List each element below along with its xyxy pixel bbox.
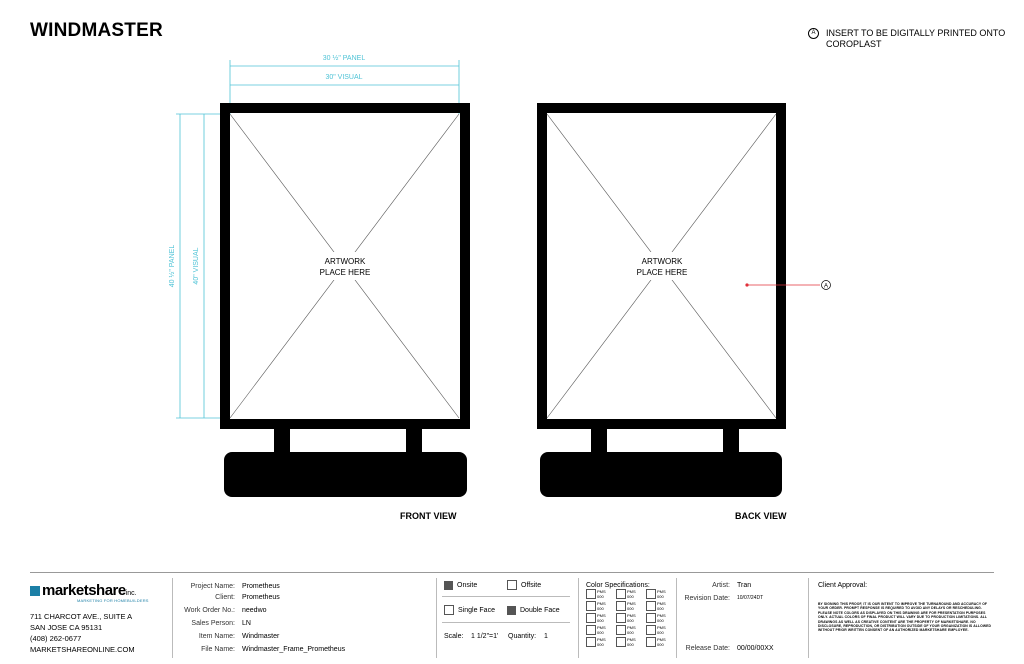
release-date-value: 00/00/00XX xyxy=(737,645,774,652)
visual-height-label: 40" VISUAL xyxy=(193,247,200,284)
back-view-label: BACK VIEW xyxy=(735,511,787,521)
front-view-label: FRONT VIEW xyxy=(400,511,457,521)
artist-label: Artist: xyxy=(712,582,730,589)
onsite-label: Onsite xyxy=(457,582,478,589)
release-date-label: Release Date: xyxy=(685,645,730,652)
offsite-option[interactable]: Offsite xyxy=(507,580,541,591)
pms-checkbox[interactable] xyxy=(646,589,656,599)
pms-checkbox[interactable] xyxy=(586,637,596,647)
pms-checkbox[interactable] xyxy=(616,601,626,611)
front-artwork-line2: PLACE HERE xyxy=(320,268,371,277)
visual-width-label: 30" VISUAL xyxy=(325,74,362,81)
file-name-value: Windmaster_Frame_Prometheus xyxy=(242,646,346,653)
pms-checkbox[interactable] xyxy=(646,613,656,623)
single-face-checkbox[interactable] xyxy=(444,605,454,616)
drawing-title: WINDMASTER xyxy=(30,20,163,41)
artist-value: Tran xyxy=(737,582,752,589)
quantity-value: 1 xyxy=(544,633,548,640)
double-face-option[interactable]: Double Face xyxy=(507,605,560,616)
client-label: Client: xyxy=(215,594,235,601)
insert-note-text: INSERT TO BE DIGITALLY PRINTED ONTO CORO… xyxy=(826,28,1006,49)
pms-checkbox[interactable] xyxy=(616,613,626,623)
panel-width-label: 30 ½" PANEL xyxy=(323,54,366,62)
pms-checkbox[interactable] xyxy=(616,589,626,599)
company-website: MARKETSHAREONLINE.COM xyxy=(30,645,135,654)
back-view-sign xyxy=(537,103,786,497)
item-name-label: Item Name: xyxy=(198,633,235,640)
sales-person-value: LN xyxy=(242,620,251,627)
approval-fine-print: BY SIGNING THIS PROOF, IT IS OUR INTENT … xyxy=(818,602,992,633)
offsite-label: Offsite xyxy=(521,582,542,589)
work-order-value: needwo xyxy=(242,607,267,614)
double-face-checkbox[interactable] xyxy=(507,605,516,615)
pms-checkbox[interactable] xyxy=(586,613,596,623)
client-value: Prometheus xyxy=(242,594,280,601)
back-callout-label: A xyxy=(824,284,828,290)
sales-person-label: Sales Person: xyxy=(191,620,235,627)
item-name-value: Windmaster xyxy=(242,633,280,640)
client-approval-title: Client Approval: xyxy=(818,582,868,589)
logo-tagline: MARKETING FOR HOMEBUILDERS xyxy=(77,598,149,603)
callout-a xyxy=(745,280,831,290)
back-artwork-line1: ARTWORK xyxy=(642,257,683,266)
back-artwork-line2: PLACE HERE xyxy=(637,268,688,277)
project-name-label: Project Name: xyxy=(190,583,235,590)
onsite-option[interactable]: Onsite xyxy=(444,580,477,591)
onsite-checkbox[interactable] xyxy=(444,580,453,590)
company-phone: (408) 262-0677 xyxy=(30,634,82,643)
revision-date-value: 10/07/24DT xyxy=(737,595,764,601)
front-artwork-line1: ARTWORK xyxy=(325,257,366,266)
pms-checkbox[interactable] xyxy=(646,601,656,611)
pms-checkbox[interactable] xyxy=(586,589,596,599)
pms-checkbox[interactable] xyxy=(646,625,656,635)
pms-checkbox[interactable] xyxy=(586,625,596,635)
callout-marker-a: A xyxy=(808,28,819,39)
single-face-option[interactable]: Single Face xyxy=(444,605,495,616)
company-address2: SAN JOSE CA 95131 xyxy=(30,623,103,632)
pms-checkbox[interactable] xyxy=(646,637,656,647)
project-name-value: Prometheus xyxy=(242,583,280,590)
color-specs-title: Color Specifications: xyxy=(586,582,650,589)
logo-name: marketshare xyxy=(42,582,126,599)
single-face-label: Single Face xyxy=(458,607,495,614)
title-block xyxy=(30,572,994,664)
revision-date-label: Revision Date: xyxy=(684,595,730,602)
front-view-sign xyxy=(220,103,470,497)
panel-height-label: 40 ½" PANEL xyxy=(168,245,176,288)
logo-suffix: inc. xyxy=(125,590,137,597)
logo-icon xyxy=(30,585,40,596)
company-address1: 711 CHARCOT AVE., SUITE A xyxy=(30,612,133,621)
pms-checkbox[interactable] xyxy=(616,637,626,647)
file-name-label: File Name: xyxy=(201,646,235,653)
scale-value: 1 1/2"=1' xyxy=(471,633,499,640)
work-order-label: Work Order No.: xyxy=(184,607,235,614)
dimension-lines xyxy=(176,60,460,419)
pms-checkbox[interactable] xyxy=(586,601,596,611)
scale-label: Scale: xyxy=(444,633,464,640)
double-face-label: Double Face xyxy=(520,607,560,614)
pms-checkbox[interactable] xyxy=(616,625,626,635)
quantity-label: Quantity: xyxy=(508,633,537,640)
company-logo: marketshareinc. xyxy=(30,582,137,600)
offsite-checkbox[interactable] xyxy=(507,580,517,591)
drawing-canvas: 30 ½" PANEL 30" VISUAL 40 ½" PANEL 40" V… xyxy=(168,54,831,497)
